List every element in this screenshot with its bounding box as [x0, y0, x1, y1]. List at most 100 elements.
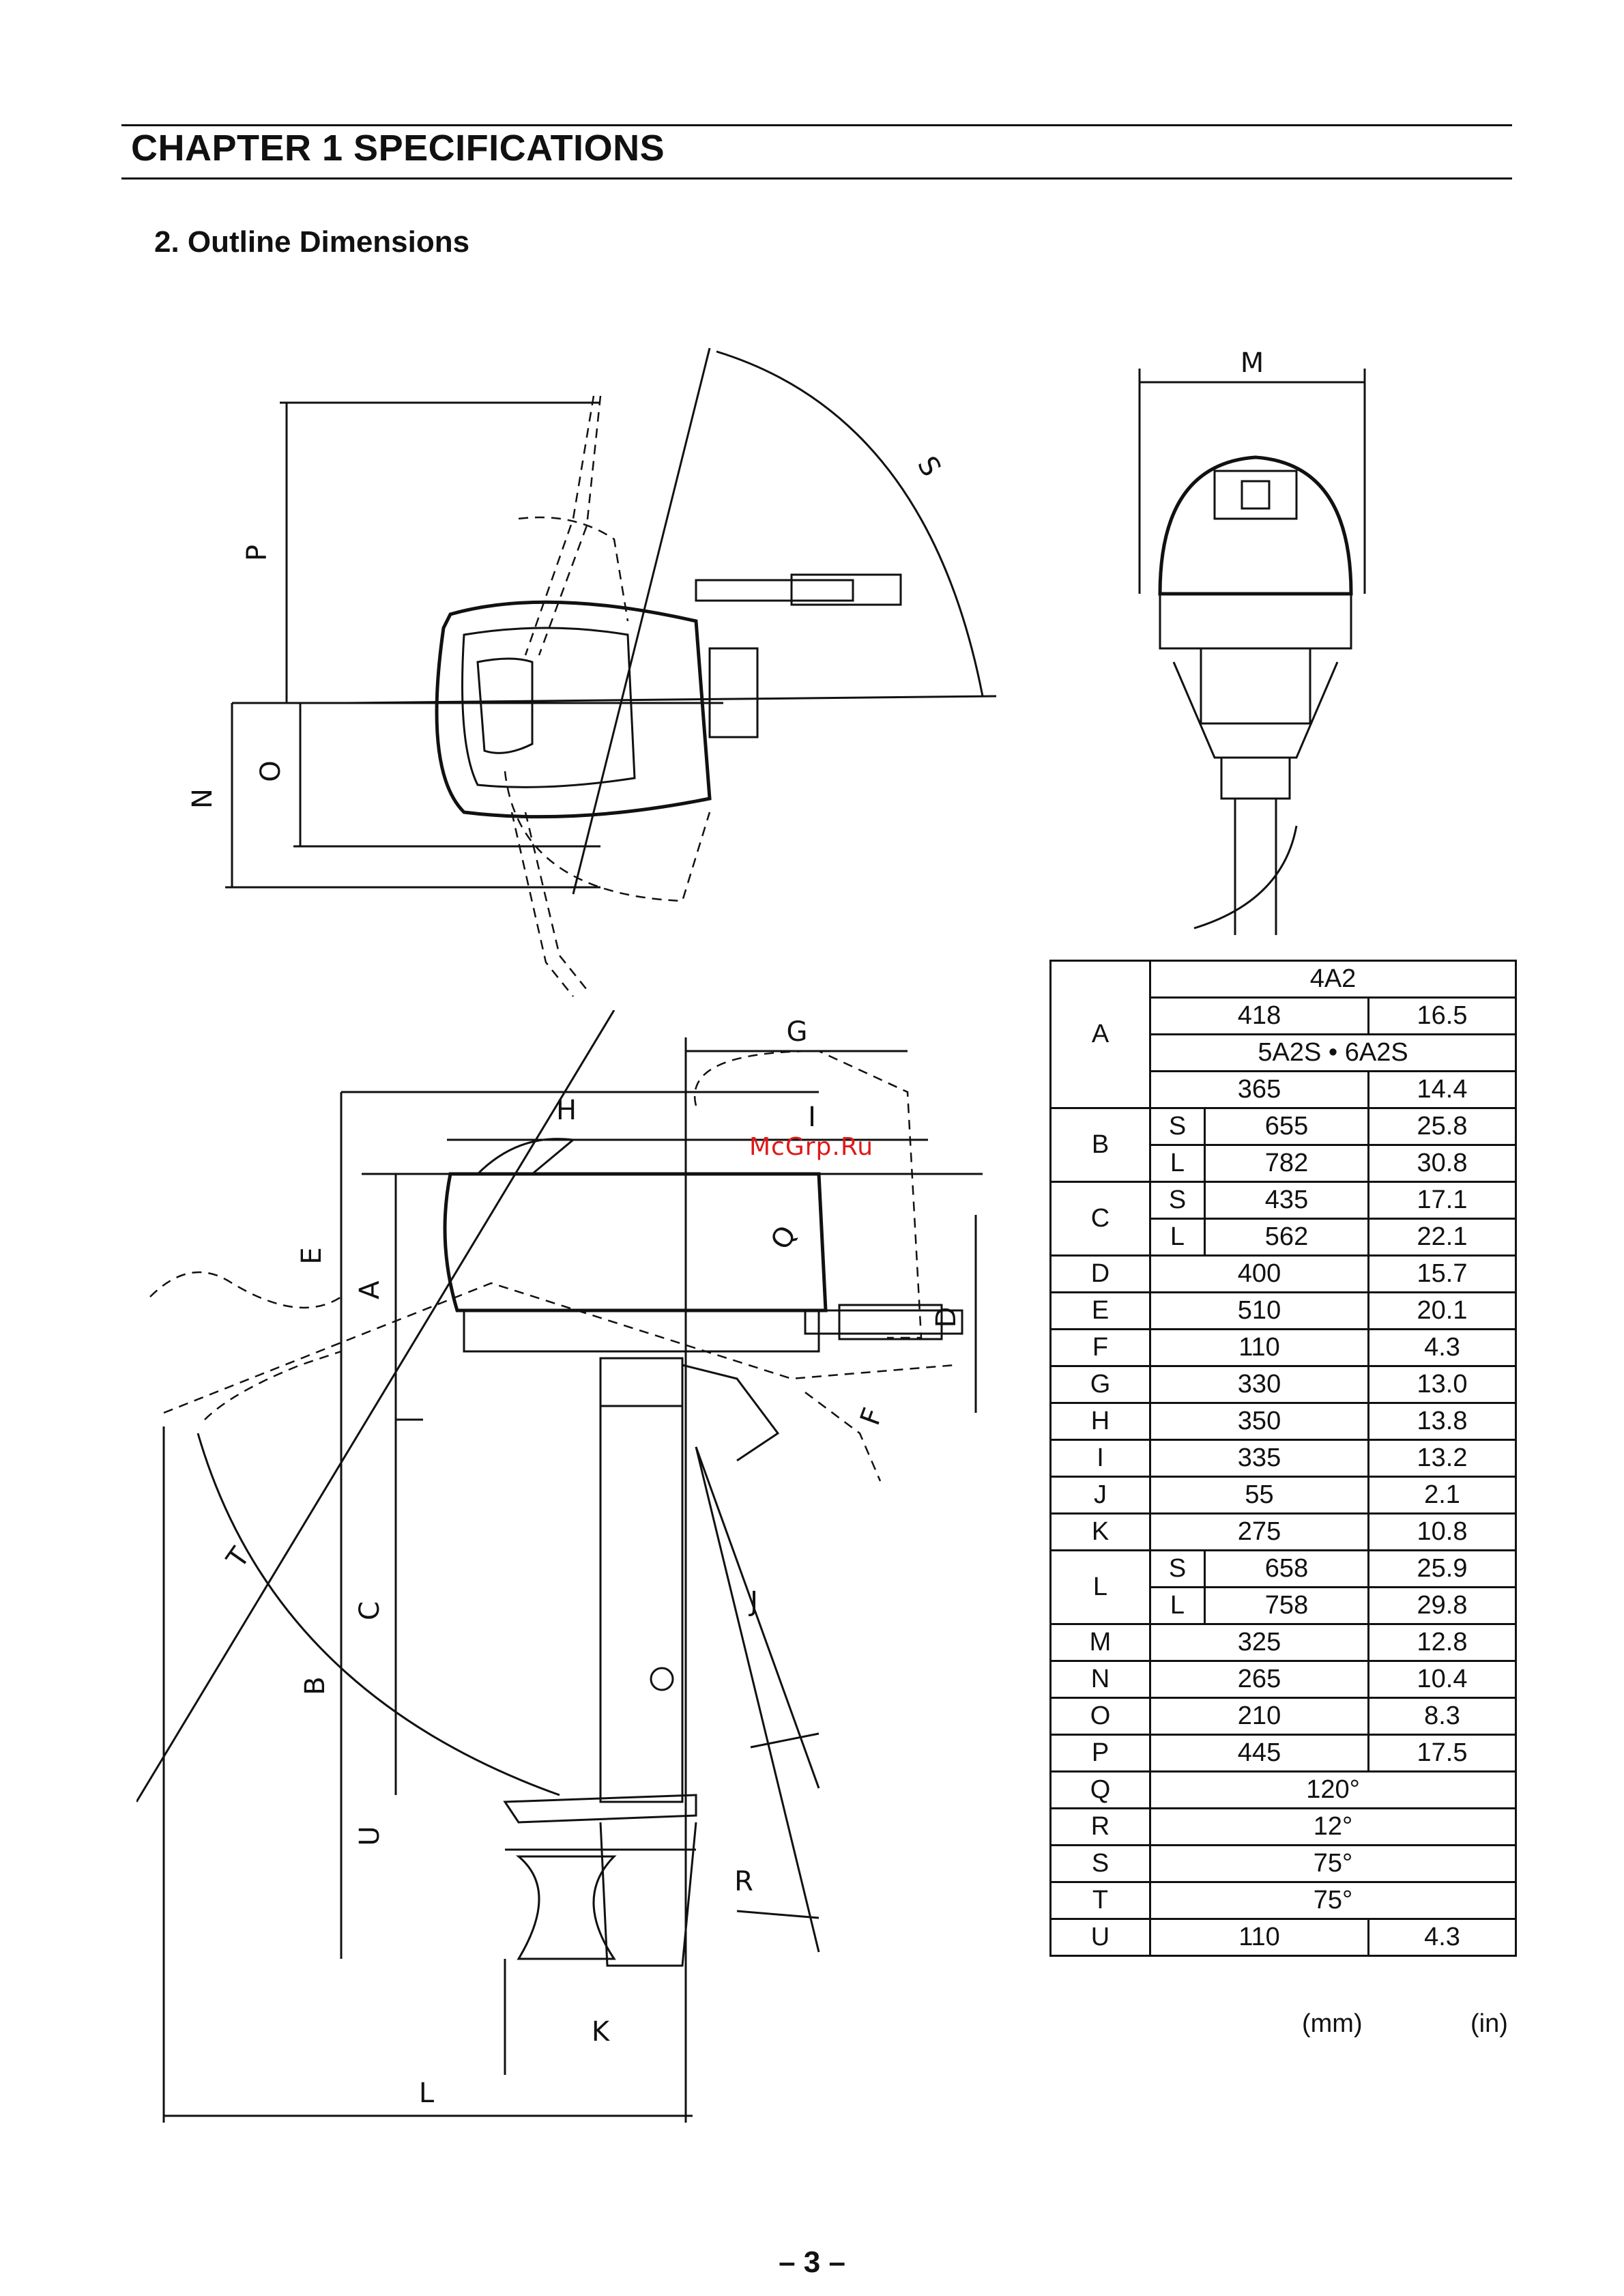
row-label-P: P — [1049, 1734, 1151, 1773]
cell-sub: L — [1149, 1144, 1206, 1183]
cell-in: 25.8 — [1367, 1107, 1518, 1146]
row-label-G: G — [1049, 1365, 1151, 1404]
table-row: L S 658 25.9 — [1049, 1549, 1518, 1625]
cell-in: 13.8 — [1367, 1402, 1518, 1441]
cell-in: 22.1 — [1367, 1218, 1518, 1257]
chapter-title: CHAPTER 1 SPECIFICATIONS — [131, 128, 665, 169]
table-row: L 562 22.1 — [1051, 1218, 1518, 1257]
table-row: K 275 10.8 — [1049, 1512, 1518, 1551]
row-label-D: D — [1049, 1254, 1151, 1293]
cell-mm: 655 — [1204, 1107, 1369, 1146]
table-row: P 445 17.5 — [1049, 1734, 1518, 1773]
cell-mm: 325 — [1149, 1623, 1369, 1662]
cell-in: 29.8 — [1367, 1586, 1518, 1625]
cell-mm: 562 — [1204, 1218, 1369, 1257]
rear-view-drawing: M — [1138, 347, 1366, 935]
cell-mm: 400 — [1149, 1254, 1369, 1293]
cell-sub: S — [1149, 1107, 1206, 1146]
row-label-Q: Q — [1049, 1770, 1151, 1809]
cell-in: 14.4 — [1367, 1070, 1518, 1109]
row-label-R: R — [1049, 1807, 1151, 1846]
dim-label-B: B — [300, 1676, 331, 1695]
cell-mm: 510 — [1149, 1291, 1369, 1330]
cell-mm: 435 — [1204, 1181, 1369, 1220]
cell-in: 30.8 — [1367, 1144, 1518, 1183]
dim-label-C: C — [354, 1601, 386, 1620]
cell-mm: 782 — [1204, 1144, 1369, 1183]
cell-in: 12.8 — [1367, 1623, 1518, 1662]
table-row: 418 16.5 — [1051, 996, 1518, 1035]
table-row: Q 120° — [1049, 1770, 1518, 1809]
model-header-5a2s-6a2s: 5A2S • 6A2S — [1148, 1033, 1518, 1072]
dim-label-U: U — [354, 1826, 386, 1846]
side-view-drawing: G H I E A D Q F T C B J U R K L — [136, 1010, 983, 2123]
table-row: O 210 8.3 — [1049, 1697, 1518, 1736]
cell-sub: S — [1149, 1549, 1206, 1588]
dim-label-J: J — [748, 1586, 758, 1618]
row-label-K: K — [1049, 1512, 1151, 1551]
cell-mm: 275 — [1149, 1512, 1369, 1551]
dim-label-K: K — [592, 2016, 611, 2048]
table-row: U 110 4.3 — [1049, 1918, 1518, 1957]
row-label-O: O — [1049, 1697, 1151, 1736]
cell-in: 4.3 — [1367, 1328, 1518, 1367]
cell-mm: 335 — [1149, 1439, 1369, 1478]
dim-label-P: P — [242, 545, 273, 561]
top-view-drawing: P O N S — [191, 347, 997, 997]
table-row: I 335 13.2 — [1049, 1439, 1518, 1478]
section-title: 2. Outline Dimensions — [154, 225, 470, 259]
row-label-M: M — [1049, 1623, 1151, 1662]
dim-label-O: O — [255, 760, 287, 781]
cell-sub: S — [1149, 1181, 1206, 1220]
row-label-N: N — [1049, 1660, 1151, 1699]
row-label-S: S — [1049, 1844, 1151, 1883]
table-row: G 330 13.0 — [1049, 1365, 1518, 1404]
cell-in: 2.1 — [1367, 1476, 1518, 1515]
cell-mm: 418 — [1149, 996, 1369, 1035]
cell-angle: 75° — [1148, 1844, 1518, 1883]
cell-sub: L — [1149, 1218, 1206, 1257]
watermark: McGrp.Ru — [749, 1133, 874, 1161]
row-label-C: C — [1049, 1181, 1151, 1257]
row-label-B: B — [1049, 1107, 1151, 1183]
cell-in: 13.2 — [1367, 1439, 1518, 1478]
table-row: M 325 12.8 — [1049, 1623, 1518, 1662]
cell-angle: 75° — [1148, 1881, 1518, 1920]
dim-label-Q: Q — [765, 1220, 803, 1254]
table-row: D 400 15.7 — [1049, 1254, 1518, 1293]
table-row: T 75° — [1049, 1881, 1518, 1920]
row-label-J: J — [1049, 1476, 1151, 1515]
dim-label-G: G — [787, 1016, 808, 1048]
dim-label-S: S — [911, 451, 947, 482]
table-row: L 782 30.8 — [1051, 1144, 1518, 1183]
row-label-F: F — [1049, 1328, 1151, 1367]
row-label-E: E — [1049, 1291, 1151, 1330]
cell-mm: 110 — [1149, 1918, 1369, 1957]
cell-mm: 210 — [1149, 1697, 1369, 1736]
cell-mm: 445 — [1149, 1734, 1369, 1773]
dim-label-H: H — [556, 1095, 577, 1126]
table-row: B S 655 25.8 — [1049, 1107, 1518, 1183]
cell-in: 16.5 — [1367, 996, 1518, 1035]
header-rule-bottom — [121, 177, 1512, 180]
cell-mm: 330 — [1149, 1365, 1369, 1404]
cell-in: 25.9 — [1367, 1549, 1518, 1588]
cell-mm: 658 — [1204, 1549, 1369, 1588]
row-label-T: T — [1049, 1881, 1151, 1920]
cell-sub: L — [1149, 1586, 1206, 1625]
dim-label-T: T — [220, 1542, 257, 1575]
table-row: S 75° — [1049, 1844, 1518, 1883]
cell-mm: 110 — [1149, 1328, 1369, 1367]
row-label-A: A — [1049, 960, 1151, 1109]
table-row: N 265 10.4 — [1049, 1660, 1518, 1699]
dim-label-R: R — [734, 1866, 753, 1897]
unit-in: (in) — [1470, 2009, 1508, 2038]
table-row: E 510 20.1 — [1049, 1291, 1518, 1330]
table-row: 5A2S • 6A2S — [1051, 1033, 1518, 1072]
row-label-H: H — [1049, 1402, 1151, 1441]
cell-mm: 365 — [1149, 1070, 1369, 1109]
page-number: – 3 – — [779, 2245, 845, 2279]
table-row: A 4A2 — [1049, 960, 1518, 1109]
cell-mm: 350 — [1149, 1402, 1369, 1441]
cell-in: 15.7 — [1367, 1254, 1518, 1293]
